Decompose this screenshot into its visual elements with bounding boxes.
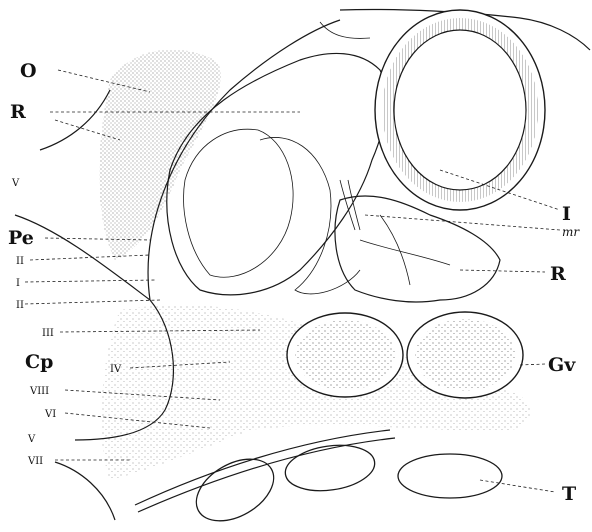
label-IV: IV — [110, 364, 122, 375]
label-O: O — [20, 60, 37, 82]
mr-strand — [340, 180, 360, 230]
label-VIII: VIII — [29, 386, 49, 397]
label-V-lower: V — [27, 434, 36, 445]
ring-inner — [394, 30, 526, 190]
label-mr: mr — [562, 225, 580, 239]
tubule-1 — [186, 446, 285, 532]
tubule-3 — [398, 454, 502, 498]
label-R-right: R — [550, 263, 566, 285]
label-I-right: I — [562, 203, 571, 225]
label-Cp: Cp — [25, 351, 53, 373]
ganglion-right-fill — [415, 319, 515, 391]
label-V-upper: V — [11, 178, 20, 189]
label-VII: VII — [27, 456, 43, 467]
v-lower-outline — [55, 462, 115, 520]
label-T: T — [562, 483, 576, 505]
gland-lobe-a-inner — [184, 129, 294, 277]
gland-mass-right — [335, 196, 500, 302]
gland-duct-a — [360, 240, 450, 265]
label-III: III — [42, 328, 54, 339]
label-II-b: II — [16, 300, 24, 311]
label-II-a: II — [16, 256, 24, 267]
ganglion-left-fill — [295, 320, 395, 390]
label-I-a: I — [16, 278, 20, 289]
olfactory-region — [99, 50, 221, 260]
label-R-left: R — [10, 101, 26, 123]
label-Gv: Gv — [548, 354, 576, 376]
v-upper-outline — [40, 90, 110, 150]
label-VI: VI — [44, 409, 56, 420]
label-Pe: Pe — [8, 227, 34, 249]
